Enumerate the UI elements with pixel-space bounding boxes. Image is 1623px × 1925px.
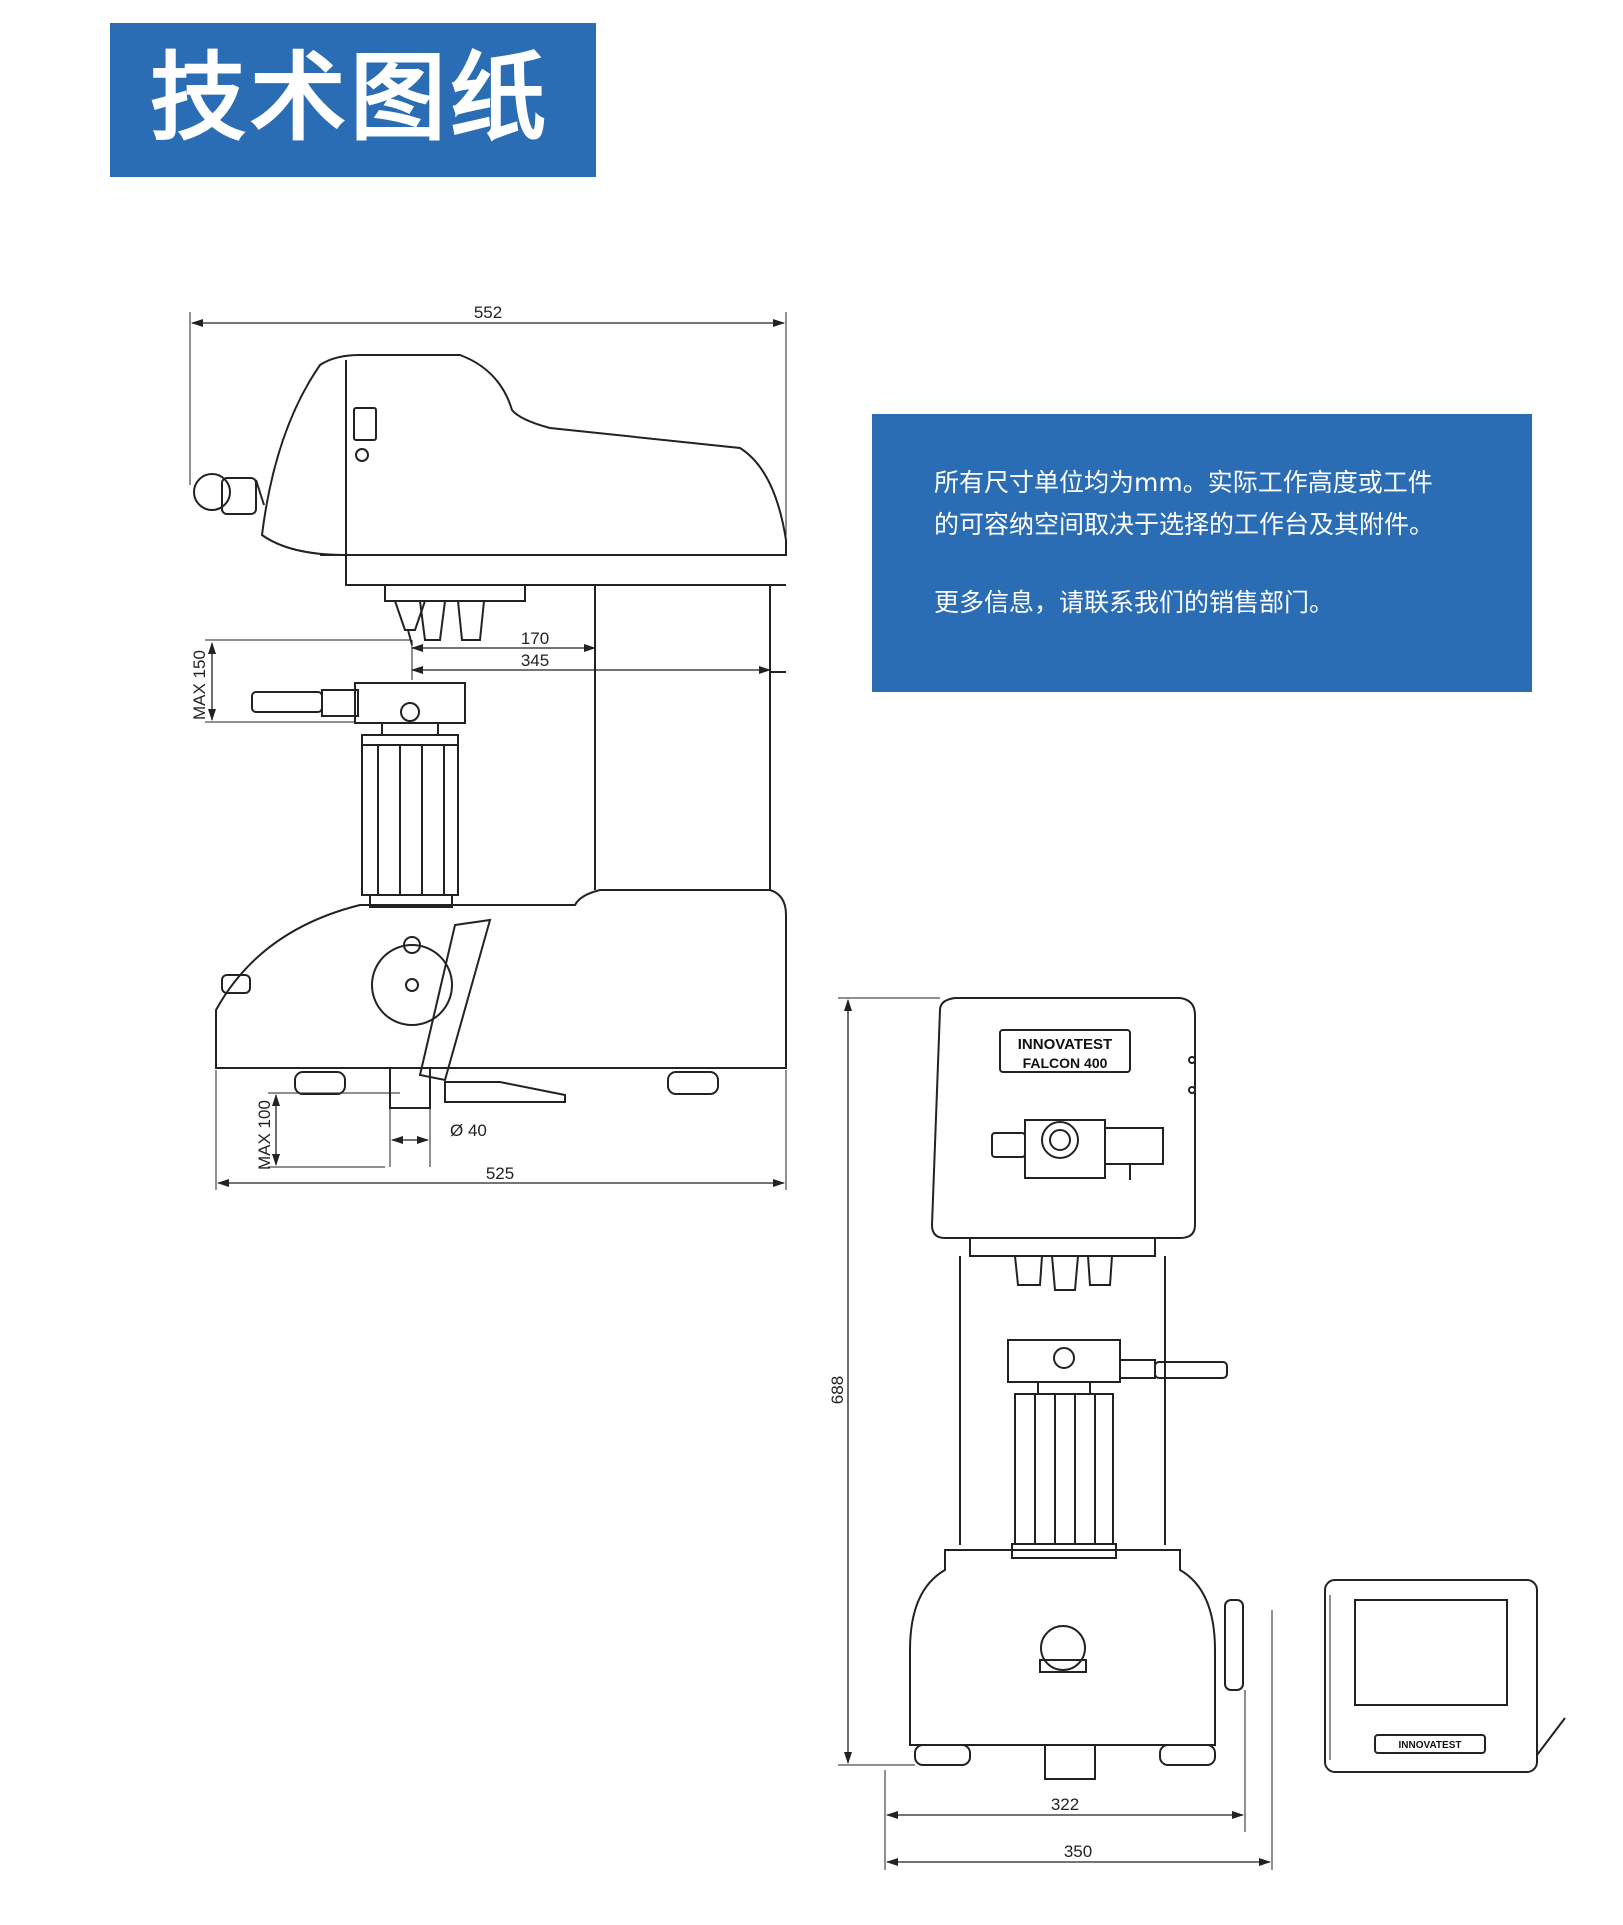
controller-unit-drawing bbox=[1324, 1579, 1566, 1773]
controller-logo: INNOVATEST bbox=[1399, 1740, 1462, 1751]
side-dimension-lines bbox=[191, 319, 787, 1190]
dim-322: 322 bbox=[1051, 1795, 1079, 1814]
dim-diameter40: Ø 40 bbox=[450, 1121, 487, 1140]
dim-170: 170 bbox=[521, 629, 549, 648]
dim-525: 525 bbox=[486, 1164, 514, 1183]
front-view-drawing bbox=[909, 997, 1244, 1780]
info-line-1: 所有尺寸单位均为mm。实际工作高度或工件 bbox=[934, 468, 1433, 497]
dim-688: 688 bbox=[828, 1376, 847, 1404]
side-dimension-labels: 552 170 345 MAX 150 MAX 100 Ø 40 525 bbox=[190, 303, 549, 1183]
dim-max100: MAX 100 bbox=[255, 1100, 274, 1170]
logo-labels: INNOVATEST FALCON 400 INNOVATEST bbox=[1018, 1036, 1462, 1751]
dim-max150: MAX 150 bbox=[190, 650, 209, 720]
dim-350: 350 bbox=[1064, 1842, 1092, 1861]
dim-552: 552 bbox=[474, 303, 502, 322]
dim-345: 345 bbox=[521, 651, 549, 670]
info-line-3: 更多信息，请联系我们的销售部门。 bbox=[934, 588, 1335, 617]
front-dimension-lines bbox=[838, 997, 1273, 1870]
title-banner: 技术图纸 bbox=[110, 23, 596, 177]
side-view-drawing bbox=[189, 312, 787, 1109]
brand-logo: INNOVATEST bbox=[1018, 1036, 1112, 1053]
info-panel: 所有尺寸单位均为mm。实际工作高度或工件 的可容纳空间取决于选择的工作台及其附件… bbox=[872, 414, 1532, 692]
front-dimension-labels: 688 322 350 bbox=[828, 1376, 1092, 1861]
page-title: 技术图纸 bbox=[150, 42, 550, 154]
info-line-2: 的可容纳空间取决于选择的工作台及其附件。 bbox=[934, 510, 1435, 539]
model-label: FALCON 400 bbox=[1023, 1055, 1108, 1071]
